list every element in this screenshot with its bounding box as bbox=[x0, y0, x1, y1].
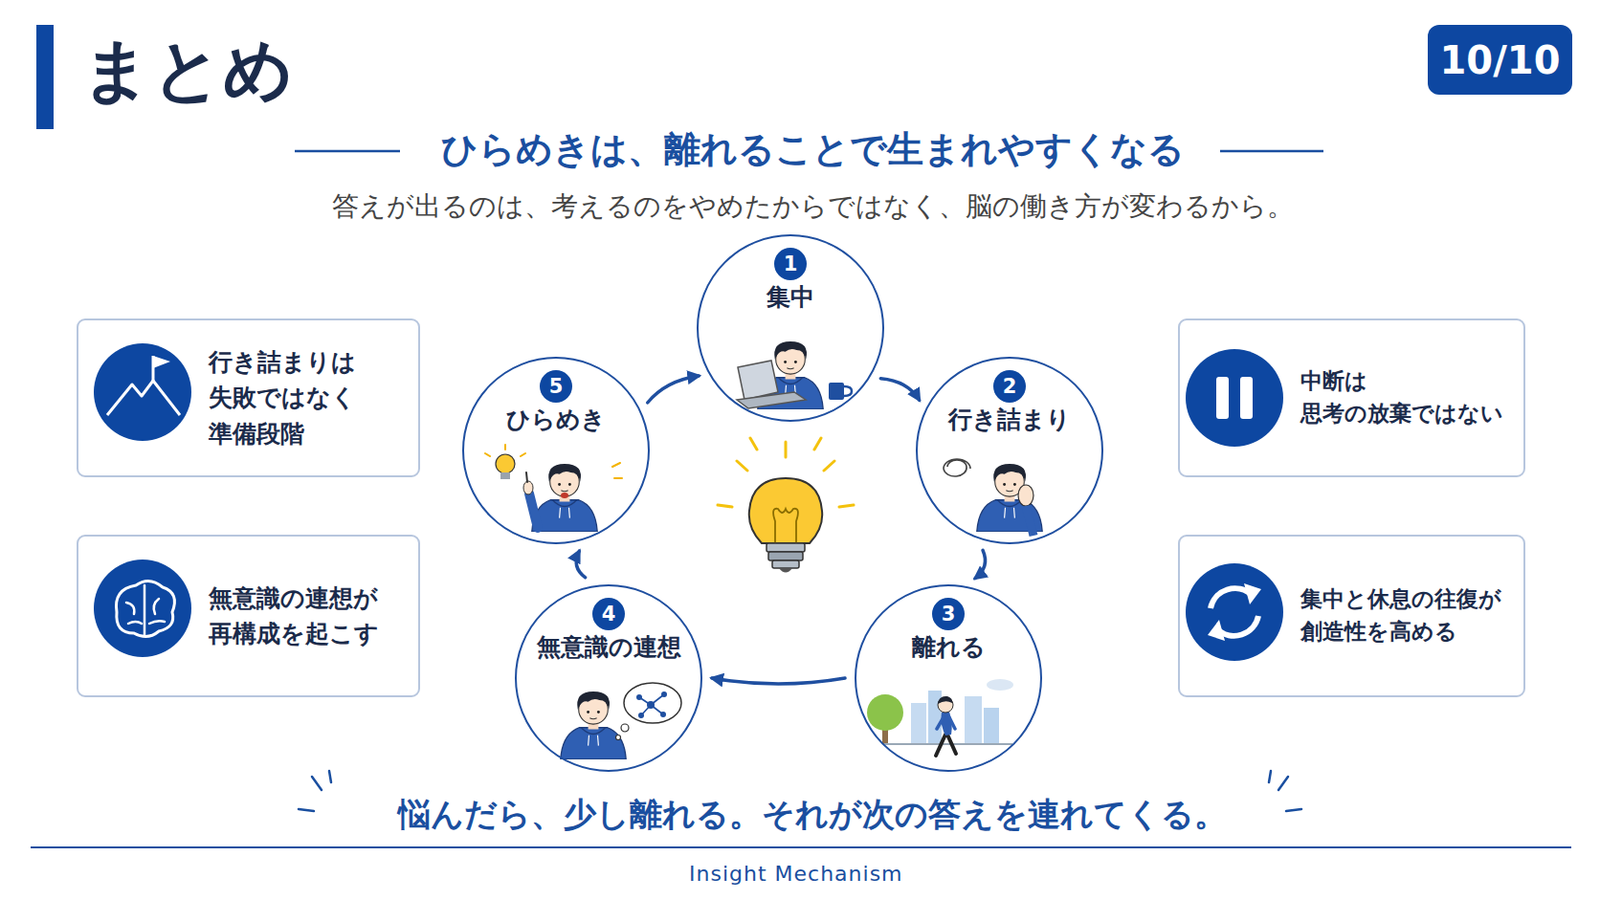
title-bar bbox=[36, 24, 54, 130]
spark bbox=[1268, 771, 1302, 812]
rule bbox=[294, 150, 400, 154]
summit-icon bbox=[93, 343, 192, 442]
step-name: ひらめき bbox=[506, 405, 606, 435]
step-circle: 1集中 bbox=[696, 234, 885, 423]
page-title: まとめ bbox=[81, 26, 294, 113]
lightbulb bbox=[717, 438, 854, 574]
walk-scene bbox=[866, 679, 1014, 756]
step-name: 無意識の連想 bbox=[536, 633, 682, 663]
point-box: 中断は 思考の放棄ではない bbox=[1177, 318, 1526, 478]
point-text: 集中と休息の往復が 創造性を高める bbox=[1300, 583, 1514, 649]
stuck-scene bbox=[943, 459, 1043, 536]
point-box: 行き詰まりは 失敗ではなく 準備段階 bbox=[76, 318, 421, 478]
step-number: 4 bbox=[592, 598, 625, 631]
point-box: 集中と休息の往復が 創造性を高める bbox=[1177, 534, 1526, 698]
cycle-arrow bbox=[975, 550, 986, 578]
pause-icon bbox=[1185, 349, 1284, 447]
point-box: 無意識の連想が 再構成を起こす bbox=[76, 534, 421, 698]
step-name: 離れる bbox=[911, 633, 986, 663]
spark bbox=[298, 771, 332, 812]
insight-scene bbox=[485, 444, 623, 533]
step-circle: 5ひらめき bbox=[462, 356, 650, 545]
step-number: 2 bbox=[993, 370, 1026, 403]
cycle-arrow bbox=[647, 376, 700, 403]
brain-icon bbox=[93, 559, 192, 658]
footer-rule bbox=[30, 846, 1572, 849]
step-circle: 2行き詰まり bbox=[915, 356, 1104, 545]
point-text: 無意識の連想が 再構成を起こす bbox=[208, 580, 409, 653]
step-name: 行き詰まり bbox=[948, 405, 1071, 435]
step-number: 3 bbox=[932, 598, 965, 631]
caption: 悩んだら、少し離れる。それが次の答えを連れてくる。 bbox=[398, 794, 1227, 836]
step-circle: 3離れる bbox=[854, 584, 1043, 773]
cycle-arrow bbox=[576, 551, 585, 578]
subtitle: ひらめきは、離れることで生まれやすくなる bbox=[441, 127, 1185, 174]
step-number: 1 bbox=[774, 247, 807, 281]
focus-scene bbox=[736, 341, 852, 410]
cycle-arrow bbox=[711, 678, 845, 685]
think-scene bbox=[560, 683, 682, 760]
step-circle: 4無意識の連想 bbox=[514, 584, 703, 773]
cycle-arrow bbox=[880, 378, 919, 401]
step-name: 集中 bbox=[766, 283, 815, 312]
page-badge: 10/10 bbox=[1427, 24, 1573, 95]
page-number: 10/10 bbox=[1440, 38, 1561, 83]
step-number: 5 bbox=[539, 370, 573, 403]
rule bbox=[1220, 150, 1324, 154]
lead-text: 答えが出るのは、考えるのをやめたからではなく、脳の働き方が変わるから。 bbox=[332, 189, 1294, 223]
point-text: 中断は 思考の放棄ではない bbox=[1300, 365, 1514, 431]
footer-text: Insight Mechanism bbox=[688, 861, 904, 889]
cycle-icon bbox=[1185, 563, 1284, 662]
point-text: 行き詰まりは 失敗ではなく 準備段階 bbox=[208, 344, 409, 453]
